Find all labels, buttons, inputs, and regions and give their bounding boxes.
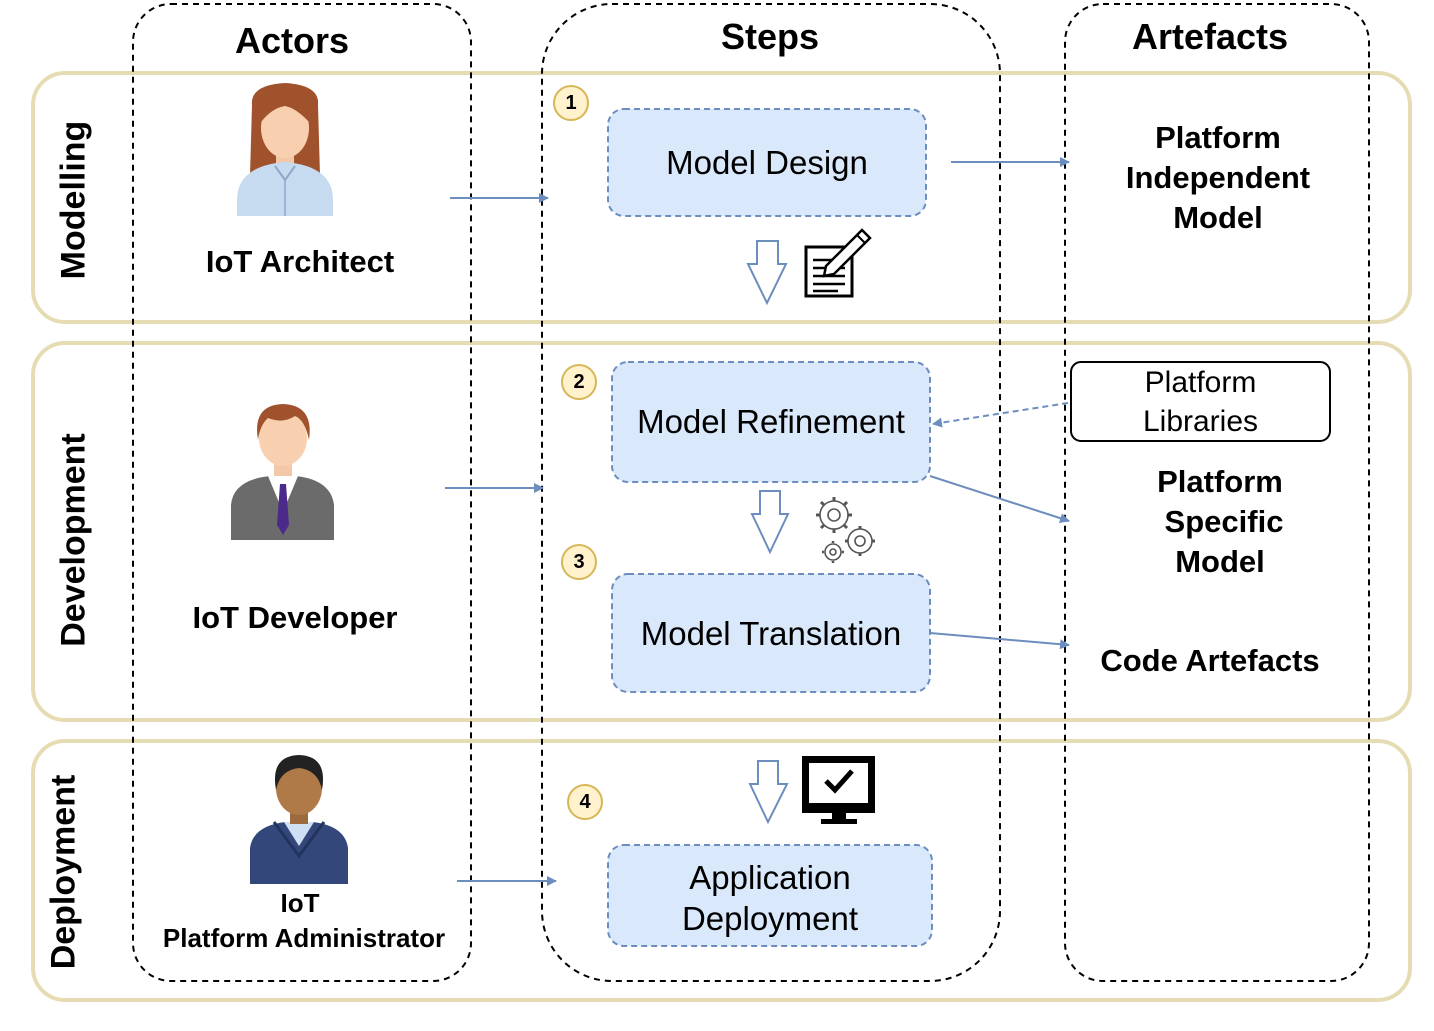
male-user-suit-icon xyxy=(231,404,334,540)
artefact-psm-line1: Platform xyxy=(1157,464,1283,499)
actors-column-header: Actors xyxy=(234,20,350,61)
step-model-translation-label: Model Translation xyxy=(640,615,902,652)
actor-admin-label-line1: IoT xyxy=(280,888,320,918)
phase-deployment-lane xyxy=(31,739,1412,1002)
actor-developer-label: IoT Developer xyxy=(192,600,398,635)
arrow-libraries-to-refinement xyxy=(932,402,1069,428)
step-application-deployment-label-line1: Application xyxy=(689,859,851,896)
step-2-badge: 2 xyxy=(561,364,597,400)
artefact-pim-line3: Model xyxy=(1173,200,1263,235)
phase-modelling-label: Modelling xyxy=(54,120,93,280)
step-model-design-box xyxy=(607,108,927,217)
artefacts-column-header: Artefacts xyxy=(1131,16,1289,57)
phase-deployment-label: Deployment xyxy=(44,774,83,970)
artefacts-column xyxy=(1064,3,1370,982)
step-4-badge: 4 xyxy=(567,784,603,820)
monitor-check-icon xyxy=(802,756,875,824)
step-1-badge: 1 xyxy=(553,85,589,121)
platform-libraries-line2: Libraries xyxy=(1142,405,1259,438)
step-model-refinement-box xyxy=(611,361,931,483)
artefact-psm-line2: Specific xyxy=(1164,504,1284,539)
step-model-design-label: Model Design xyxy=(666,144,868,181)
artefact-psm-line3: Model xyxy=(1175,544,1265,579)
step-model-refinement-label: Model Refinement xyxy=(637,403,905,440)
arrow-refinement-to-psm xyxy=(929,475,1070,523)
platform-libraries-box xyxy=(1070,361,1331,442)
step-application-deployment-label-line2: Deployment xyxy=(681,900,859,937)
down-arrow-design-to-refinement xyxy=(746,240,788,306)
down-arrow-translation-to-deployment xyxy=(748,760,789,825)
actor-admin-label-line2: Platform Administrator xyxy=(162,923,446,953)
phase-development-label: Development xyxy=(54,433,93,647)
phase-modelling-lane xyxy=(31,71,1412,324)
steps-column-header: Steps xyxy=(720,16,820,57)
artefact-pim-line2: Independent xyxy=(1125,160,1311,195)
male-user-sweater-icon xyxy=(250,755,348,884)
platform-libraries-line1: Platform xyxy=(1144,366,1257,399)
actors-column xyxy=(132,3,472,982)
female-user-icon xyxy=(237,83,333,216)
phase-development-lane xyxy=(31,341,1412,722)
artefact-pim-line1: Platform xyxy=(1155,120,1281,155)
document-edit-icon xyxy=(804,228,872,298)
down-arrow-refinement-to-translation xyxy=(750,490,790,555)
arrow-translation-to-code xyxy=(929,632,1070,650)
steps-column xyxy=(541,3,1001,982)
artefact-code-label: Code Artefacts xyxy=(1100,643,1320,678)
actor-architect-label: IoT Architect xyxy=(205,244,395,279)
step-application-deployment-box xyxy=(607,844,933,947)
gears-icon xyxy=(816,497,875,563)
step-3-badge: 3 xyxy=(561,544,597,580)
